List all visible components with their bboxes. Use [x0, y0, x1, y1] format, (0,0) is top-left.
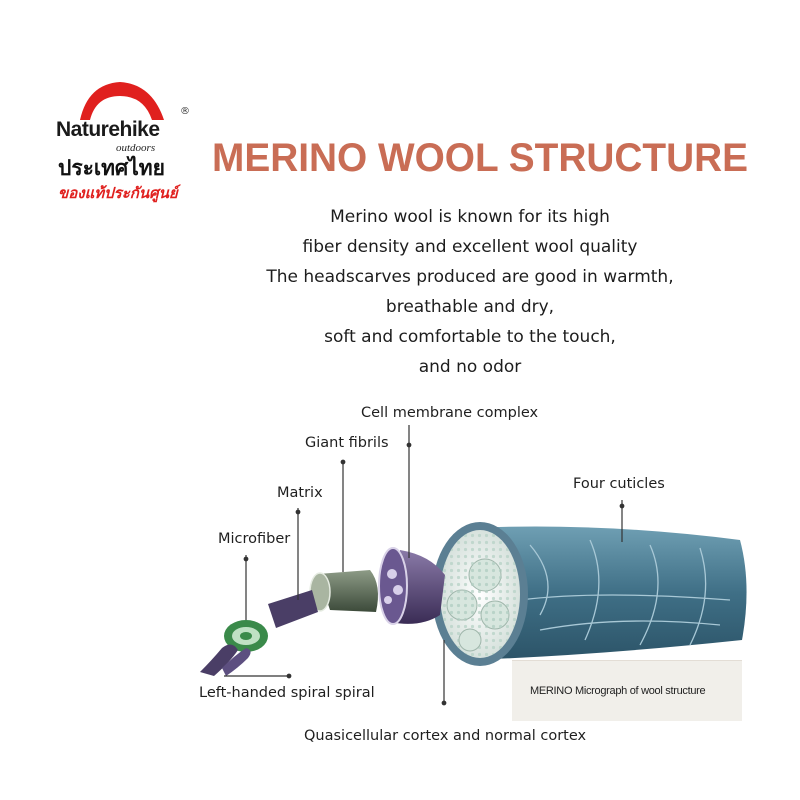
logo-subtitle: outdoors: [116, 142, 156, 154]
description-line: Merino wool is known for its high: [330, 207, 610, 227]
description-line: soft and comfortable to the touch,: [324, 327, 616, 347]
logo-arc-icon: [80, 82, 164, 120]
naturehike-logo: Naturehike ® outdoors ประเทศไทย ของแท้ปร…: [52, 78, 202, 208]
leader-matrix-dot: [295, 509, 301, 515]
label-matrix: Matrix: [277, 485, 323, 501]
description-line: The headscarves produced are good in war…: [266, 267, 674, 287]
description-line: fiber density and excellent wool quality: [302, 237, 638, 257]
four-cuticles-shape: [470, 526, 747, 660]
leader-cortex-dot: [441, 700, 447, 706]
description-line: breathable and dry,: [385, 297, 555, 317]
logo-authentic: ของแท้ประกันศูนย์: [58, 185, 178, 202]
page-title: MERINO WOOL STRUCTURE: [212, 136, 749, 180]
label-cell-membrane: Cell membrane complex: [361, 405, 539, 421]
leader-microfiber-dot: [243, 556, 249, 562]
leader-cell-membrane-dot: [406, 442, 412, 448]
micrograph-caption: MERINO Micrograph of wool structure: [530, 685, 706, 697]
microfiber-shape: [224, 590, 318, 652]
description-line: and no odor: [418, 357, 522, 377]
cell-membrane-shape: [378, 547, 445, 625]
leader-four-cuticles-dot: [619, 503, 625, 509]
spiral-shape: [200, 644, 251, 676]
label-microfiber: Microfiber: [218, 531, 290, 547]
cortex-cross-section: [432, 522, 528, 666]
micrograph-caption-box: MERINO Micrograph of wool structure: [512, 660, 742, 721]
leader-lines: [224, 425, 625, 706]
leader-giant-fibrils-dot: [340, 459, 346, 465]
logo-country: ประเทศไทย: [58, 157, 165, 180]
label-cortex: Quasicellular cortex and normal cortex: [304, 728, 587, 744]
matrix-shape: [309, 570, 378, 612]
leader-spiral-dot: [286, 673, 292, 679]
label-spiral: Left-handed spiral spiral: [199, 685, 375, 701]
label-four-cuticles: Four cuticles: [573, 476, 665, 492]
label-giant-fibrils: Giant fibrils: [305, 435, 389, 451]
logo-brand: Naturehike: [56, 118, 160, 141]
logo-registered-mark: ®: [180, 106, 190, 117]
description: Merino wool is known for its high fiber …: [210, 202, 730, 382]
